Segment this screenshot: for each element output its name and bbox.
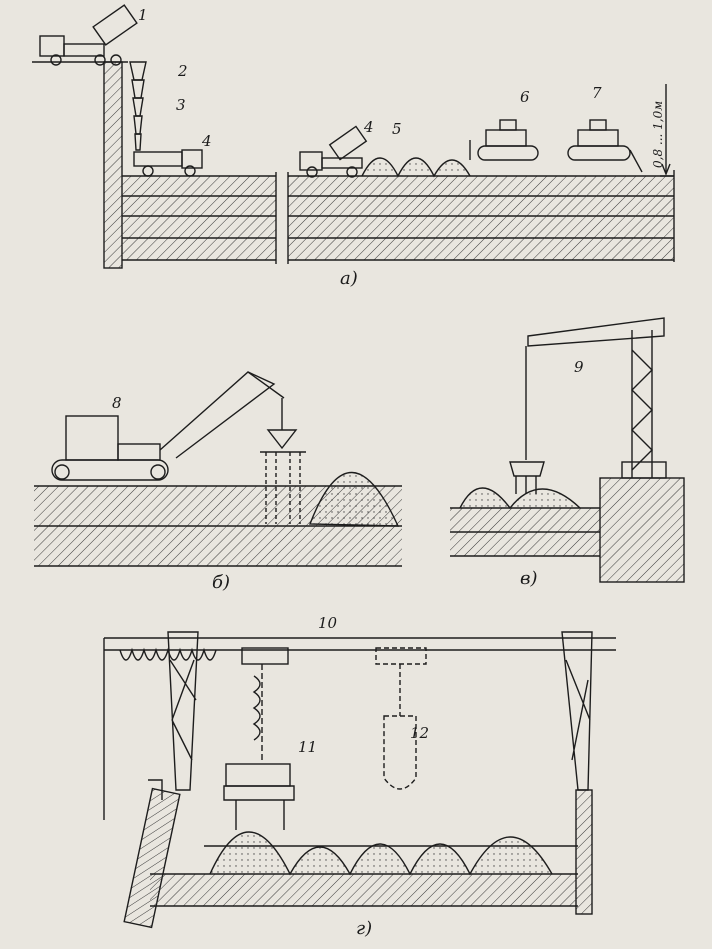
label-3: 3 xyxy=(176,96,186,114)
dimension-label: 0,8 ... 1,0м xyxy=(651,100,665,168)
label-6: 6 xyxy=(520,88,530,106)
dimension-marker xyxy=(660,84,674,177)
caption-a: а) xyxy=(340,268,358,289)
portal-leg-right xyxy=(561,631,593,791)
panel-v xyxy=(450,317,685,583)
panel-b xyxy=(34,371,402,567)
dump-truck-4-left xyxy=(133,149,203,177)
label-4b: 4 xyxy=(364,118,374,136)
tower-crane-9 xyxy=(509,317,667,494)
dump-truck-1 xyxy=(39,4,138,66)
bulldozer-7 xyxy=(567,119,643,173)
bulldozer-6 xyxy=(469,119,539,161)
crawler-crane-8 xyxy=(51,371,306,524)
label-1: 1 xyxy=(138,6,148,24)
caption-g: г) xyxy=(356,918,373,939)
grab-12-alternate xyxy=(375,647,427,790)
chute-2-3 xyxy=(129,61,147,151)
label-12: 12 xyxy=(410,724,430,742)
grab-11 xyxy=(223,647,295,830)
label-2: 2 xyxy=(178,62,188,80)
panel-a xyxy=(32,4,675,269)
panel-g xyxy=(103,631,616,929)
label-4a: 4 xyxy=(202,132,212,150)
label-10: 10 xyxy=(318,614,338,632)
label-5: 5 xyxy=(392,120,402,138)
fill-layers-a xyxy=(122,170,675,262)
caption-v: в) xyxy=(520,568,538,589)
soil-piles-5 xyxy=(361,157,471,178)
label-7: 7 xyxy=(592,84,602,102)
label-8: 8 xyxy=(112,394,122,412)
caption-b: б) xyxy=(212,572,231,593)
portal-leg-left xyxy=(167,631,199,791)
label-9: 9 xyxy=(574,358,584,376)
dump-truck-4-right xyxy=(299,125,368,178)
label-11: 11 xyxy=(298,738,318,756)
